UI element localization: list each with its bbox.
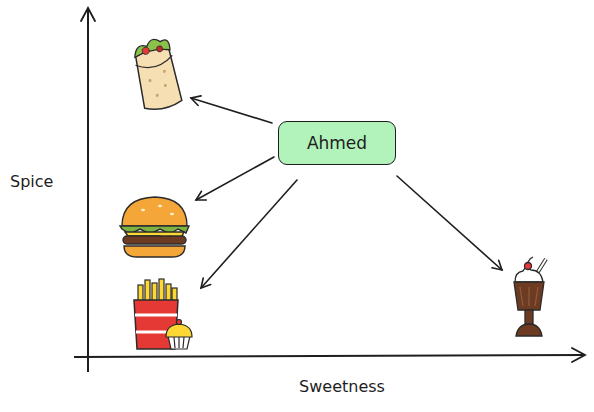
x-axis xyxy=(74,355,585,357)
pointer-arrow xyxy=(191,98,272,123)
axis-label: Spice xyxy=(10,172,53,191)
node-label: Ahmed xyxy=(307,133,367,153)
person-box: Ahmed xyxy=(278,121,396,165)
pointer-arrow xyxy=(201,180,297,288)
burger-icon xyxy=(120,197,189,257)
axis-label: Sweetness xyxy=(299,377,385,396)
cupcake-icon xyxy=(166,320,192,350)
pointer-arrow xyxy=(397,176,502,270)
burrito-icon xyxy=(131,36,183,112)
y-axis xyxy=(87,8,89,372)
pointer-arrow xyxy=(196,157,274,200)
milkshake-icon xyxy=(514,257,546,336)
